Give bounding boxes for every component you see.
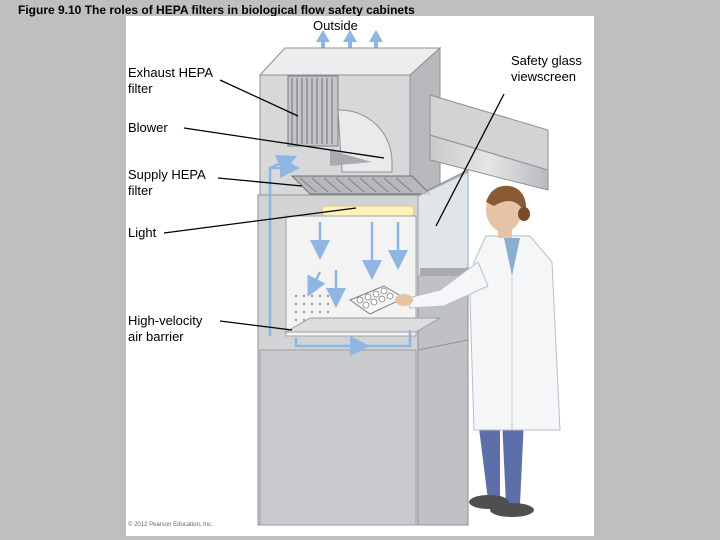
label-outside: Outside: [313, 18, 358, 33]
figure-title: Figure 9.10 The roles of HEPA filters in…: [18, 3, 415, 17]
leader-lines: [163, 79, 505, 331]
lab-worker: [395, 185, 561, 517]
supply-hepa-filter: [290, 175, 432, 195]
safety-glass-viewscreen: [417, 171, 478, 277]
label-light: Light: [128, 225, 157, 240]
sample-rack: [348, 285, 406, 315]
vent-hood: [429, 94, 549, 191]
airflow-arrow-icon: [268, 154, 412, 356]
label-supply-hepa-filter: Supply HEPA filter: [128, 167, 206, 198]
label-high-velocity-air-barrier: High-velocity air barrier: [128, 313, 203, 344]
exhaust-hepa-filter: [287, 75, 339, 147]
copyright-notice: © 2012 Pearson Education, Inc.: [128, 522, 213, 528]
label-blower: Blower: [128, 120, 168, 135]
label-safety-glass-viewscreen: Safety glass viewscreen: [511, 53, 582, 84]
blower: [330, 109, 393, 173]
label-exhaust-hepa-filter: Exhaust HEPA filter: [128, 65, 214, 96]
